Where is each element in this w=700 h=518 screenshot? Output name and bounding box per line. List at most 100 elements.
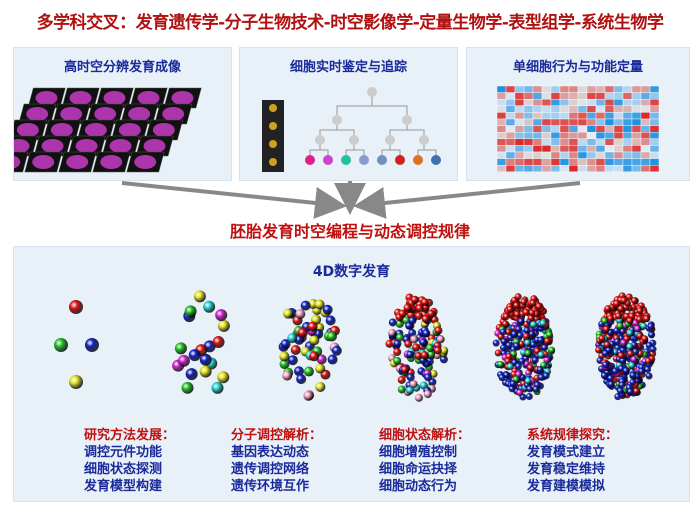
cell-sphere [647,322,655,330]
heatmap-cell [550,145,561,153]
heatmap-cell [505,151,516,159]
cell-sphere [601,349,609,357]
heatmap-cell [613,131,624,139]
cell-sphere [174,342,187,355]
heatmap-cell [640,125,651,133]
cell-sphere [420,351,429,360]
heatmap-cell [595,92,606,100]
cell-sphere [522,308,530,316]
cell-sphere [217,371,230,384]
heatmap-cell [514,99,525,107]
heatmap-cell [505,158,516,166]
cell-sphere [636,307,644,315]
heatmap-cell [505,99,516,107]
heatmap-cell [532,151,543,159]
microscopy-frame [126,151,165,173]
cell-sphere [427,309,436,318]
cell-sphere [296,374,307,385]
heatmap-cell [577,131,588,139]
cell-sphere [629,371,637,379]
cell-sphere [598,335,606,343]
heatmap-cell [613,112,624,120]
heatmap-cell [586,99,597,107]
heatmap-cell [577,151,588,159]
heatmap-cell [523,92,534,100]
heatmap-cell [568,112,579,120]
heatmap-cell [496,151,507,159]
tree-leaf-node [395,155,405,165]
heatmap-cell [514,164,525,172]
heatmap-cell [514,105,525,113]
cell-sphere [406,350,415,359]
tree-leaf-node [431,155,441,165]
heatmap-cell [532,112,543,120]
cell-sphere [419,338,428,347]
column-item: 发育模式建立 [527,445,606,460]
heatmap-cell [577,118,588,126]
heatmap-cell [595,151,606,159]
cell-sphere [535,302,543,310]
heatmap-cell [568,145,579,153]
tree-leaf-node [377,155,387,165]
heatmap-cell [532,131,543,139]
heatmap-cell [586,131,597,139]
cell-sphere [522,332,530,340]
heatmap-cell [568,92,579,100]
cell-sphere [513,310,521,318]
microscopy-frame [43,119,82,141]
heatmap-cell [550,151,561,159]
heatmap-cell [631,85,642,93]
heatmap-cell [622,151,633,159]
heatmap-cell [577,99,588,107]
cell-sphere [620,339,628,347]
heatmap-cell [523,151,534,159]
cell-sphere [199,365,212,378]
heatmap-cell [550,118,561,126]
heatmap-cell [541,145,552,153]
cell-sphere [625,293,633,301]
cell-sphere [303,366,314,377]
cell-sphere [492,339,500,347]
heatmap-cell [559,158,570,166]
heatmap-cell [586,92,597,100]
cell-sphere [295,308,306,319]
heatmap-cell [613,145,624,153]
heatmap-cell [622,125,633,133]
heatmap-cell [568,125,579,133]
heatmap-cell [577,164,588,172]
heatmap-cell [577,112,588,120]
microscopy-frame [58,151,97,173]
heatmap-cell [604,105,615,113]
cell-sphere [643,315,651,323]
cell-sphere [69,375,83,389]
heatmap-cell [631,118,642,126]
cell-sphere [616,387,624,395]
heatmap-cell [541,99,552,107]
cell-sphere [513,301,521,309]
cell-sphere [630,297,638,305]
column-heading: 细胞状态解析： [379,428,471,443]
column-heading: 研究方法发展： [84,428,176,443]
heatmap-cell [622,92,633,100]
cell-sphere [211,381,224,394]
heatmap-cell [496,145,507,153]
heatmap-cell [631,138,642,146]
heatmap-cell [604,99,615,107]
cell-sphere [502,312,510,320]
heatmap-cell [541,164,552,172]
cell-sphere [327,354,338,365]
cell-sphere [543,356,551,364]
tree-leaf-node [413,155,423,165]
cell-sphere [393,348,402,357]
cell-sphere [529,341,537,349]
heatmap-cell [595,125,606,133]
heatmap-cell [613,85,624,93]
cell-sphere [505,341,513,349]
heatmap-cell [577,105,588,113]
microscopy-frame [101,135,140,157]
microscopy-frame [14,119,48,141]
heatmap-cell [514,112,525,120]
heatmap-cell [568,105,579,113]
cell-sphere [525,393,533,401]
heatmap-cell [649,118,660,126]
